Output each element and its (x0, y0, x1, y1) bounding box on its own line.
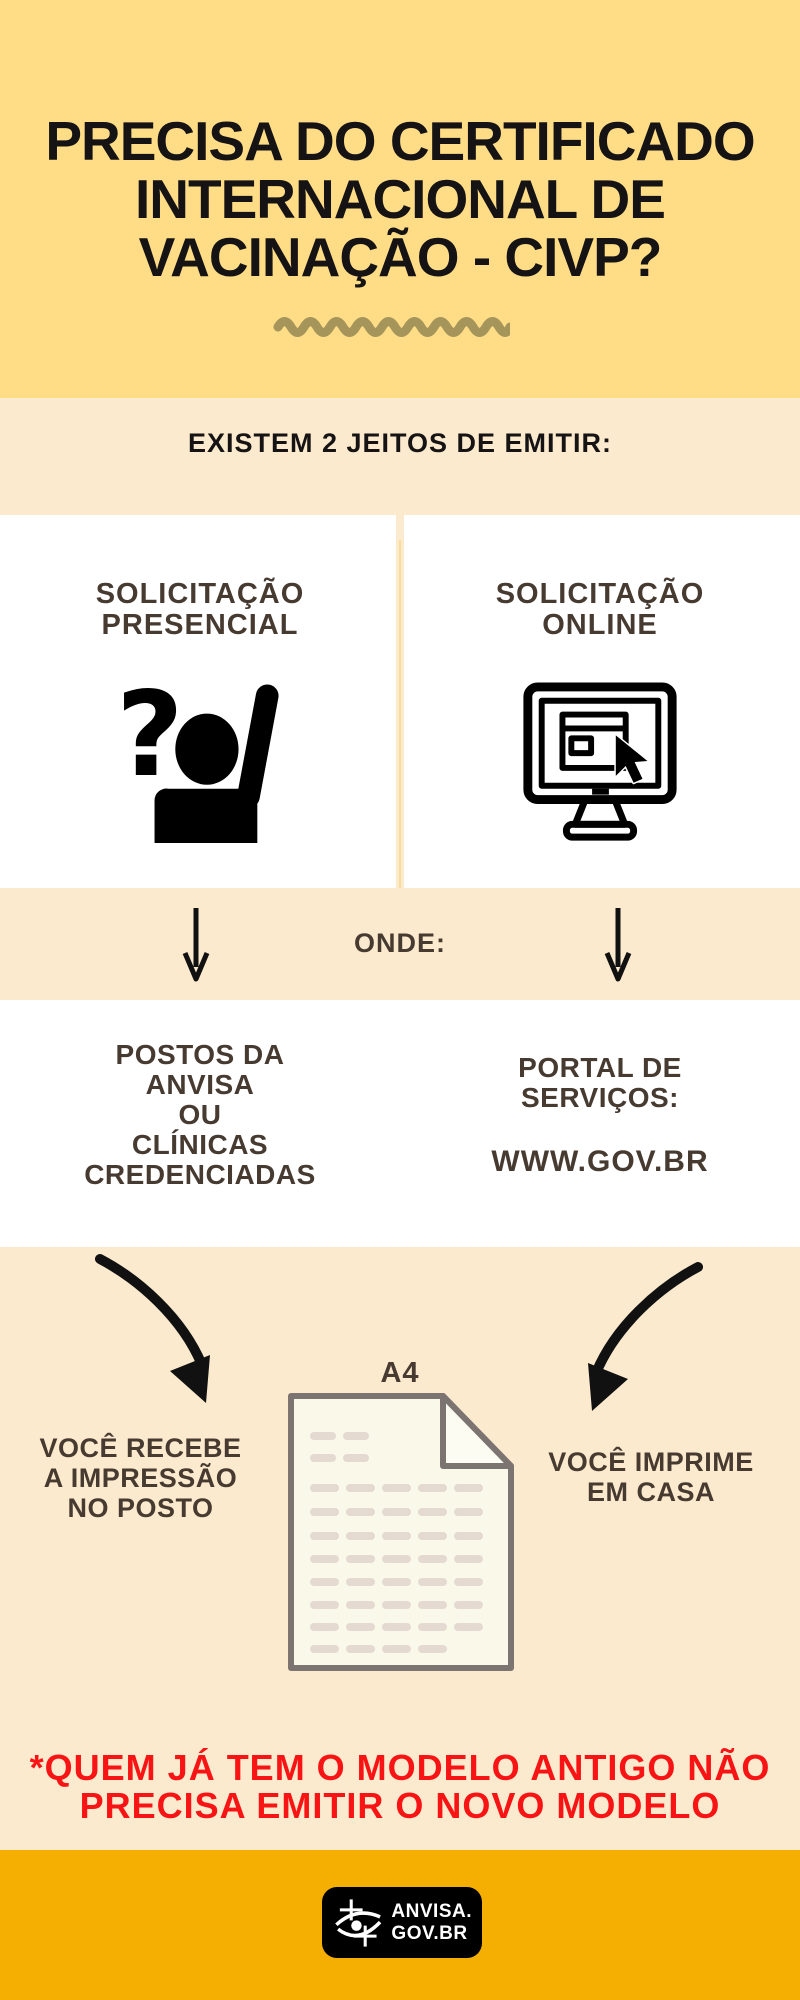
result-line: CLÍNICAS (131, 1129, 269, 1160)
method-online-column: SOLICITAÇÃO ONLINE (400, 515, 800, 888)
delivery-section: A4 VOCÊ RECEBE A IMPRESSÃO NO POSTO VOCÊ… (0, 1247, 800, 1850)
monitor-cursor-icon (523, 682, 677, 841)
method-title-line: PRESENCIAL (101, 609, 299, 641)
brand-text: ANVISA. GOV.BR (391, 1901, 472, 1945)
paper-dash-row (310, 1508, 483, 1516)
paper-text-dashes (287, 1392, 515, 1672)
paper-dash-row (310, 1555, 483, 1563)
where-label: ONDE: (354, 928, 446, 958)
method-presencial-title: SOLICITAÇÃO PRESENCIAL (96, 579, 305, 641)
down-arrow-icon (604, 908, 632, 982)
paper-dash-row (310, 1645, 447, 1653)
method-presencial-column: SOLICITAÇÃO PRESENCIAL ? (0, 515, 400, 888)
anvisa-badge: ANVISA. GOV.BR (322, 1887, 482, 1958)
print-text-line: EM CASA (586, 1477, 715, 1507)
paper-dash-row (310, 1578, 483, 1586)
home-print-text: VOCÊ IMPRIME EM CASA (520, 1447, 782, 1507)
result-line: POSTOS DA (115, 1039, 285, 1070)
title-banner: PRECISA DO CERTIFICADO INTERNACIONAL DE … (0, 0, 800, 398)
paper-dash-row (310, 1484, 483, 1492)
page-title-line: INTERNACIONAL DE (135, 168, 666, 230)
receive-print-text: VOCÊ RECEBE A IMPRESSÃO NO POSTO (18, 1433, 263, 1523)
brand-line: GOV.BR (391, 1922, 468, 1944)
paper-dash-row (310, 1601, 483, 1609)
method-title-line: SOLICITAÇÃO (495, 578, 705, 610)
result-line: OU (178, 1099, 222, 1130)
footnote-line: *QUEM JÁ TEM O MODELO ANTIGO NÃO (29, 1747, 771, 1788)
curved-arrow-right-icon (588, 1262, 703, 1411)
page-title-line: PRECISA DO CERTIFICADO (45, 110, 755, 172)
receive-text-line: NO POSTO (67, 1493, 214, 1523)
print-text-line: VOCÊ IMPRIME (548, 1447, 754, 1477)
method-title-line: ONLINE (542, 609, 658, 641)
curved-arrow-left-icon (95, 1254, 210, 1403)
page-title-line: VACINAÇÃO - CIVP? (138, 226, 663, 288)
paper-size-label: A4 (380, 1357, 420, 1389)
brand-line: ANVISA. (391, 1900, 472, 1922)
intro-heading: EXISTEM 2 JEITOS DE EMITIR: (187, 428, 613, 458)
receive-text-line: VOCÊ RECEBE (39, 1433, 242, 1463)
results-section: POSTOS DA ANVISA OU CLÍNICAS CREDENCIADA… (0, 1000, 800, 1247)
person-raising-hand-question-icon: ? (116, 679, 279, 844)
paper-dash-row (310, 1432, 369, 1440)
result-presencial: POSTOS DA ANVISA OU CLÍNICAS CREDENCIADA… (0, 1000, 400, 1247)
page-title: PRECISA DO CERTIFICADO INTERNACIONAL DE … (0, 112, 800, 286)
svg-text:?: ? (116, 679, 184, 803)
anvisa-logo-icon (335, 1898, 382, 1947)
squiggle-underline-icon (273, 317, 510, 337)
result-line: CREDENCIADAS (84, 1159, 316, 1190)
where-band: ONDE: (0, 888, 800, 1000)
result-line: ANVISA (145, 1069, 255, 1100)
paper-dash-row (310, 1532, 483, 1540)
down-arrow-icon (182, 908, 210, 982)
paper-dash-row (310, 1623, 483, 1631)
result-line: PORTAL DE (518, 1052, 682, 1083)
method-online-title: SOLICITAÇÃO ONLINE (496, 579, 705, 641)
result-online: PORTAL DE SERVIÇOS: WWW.GOV.BR (400, 1000, 800, 1247)
footnote-alert: *QUEM JÁ TEM O MODELO ANTIGO NÃO PRECISA… (0, 1749, 800, 1825)
result-line: SERVIÇOS: (520, 1082, 680, 1113)
footer-section: ANVISA. GOV.BR (0, 1850, 800, 2000)
footnote-line: PRECISA EMITIR O NOVO MODELO (79, 1785, 721, 1826)
portal-url: WWW.GOV.BR (491, 1145, 709, 1178)
method-title-line: SOLICITAÇÃO (95, 578, 305, 610)
paper-dash-row (310, 1454, 369, 1462)
intro-band: EXISTEM 2 JEITOS DE EMITIR: (0, 398, 800, 515)
receive-text-line: A IMPRESSÃO (43, 1463, 238, 1493)
